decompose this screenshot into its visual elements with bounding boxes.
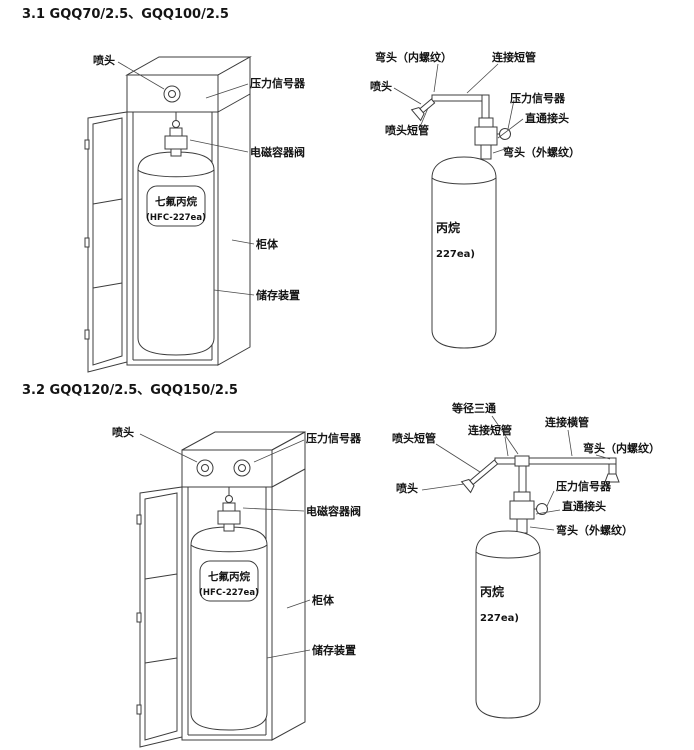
cabinet-side-face (217, 56, 251, 366)
nozzle-assembly (410, 98, 436, 122)
cabinet-side-face (271, 431, 306, 741)
cabinet-door (136, 486, 183, 748)
nozzle-head-icon (460, 478, 475, 494)
cabinet-leader-lines (117, 61, 255, 296)
cabinet-door (84, 111, 128, 373)
straight-connector-label: 直通接头 (525, 111, 569, 125)
cylinder-label-plate (146, 185, 206, 227)
nozzle-port-inner-icon (201, 464, 209, 472)
assembly-diagram-3-1 (410, 94, 511, 349)
cabinet-pressure-signal-label: 压力信号器 (306, 431, 362, 445)
container-valve (217, 487, 241, 532)
storage-device-label: 储存装置 (312, 643, 356, 657)
section-3-1-heading: 3.1 GQQ70/2.5、GQQ100/2.5 (22, 7, 229, 22)
container-valve-assembly (509, 491, 548, 534)
hinge-icon (84, 139, 90, 150)
assembly-leader-lines (421, 415, 611, 531)
cabinet-solenoid-valve-label: 电磁容器阀 (250, 145, 305, 159)
container-valve-assembly (474, 117, 511, 160)
cabinet-nozzle-label: 喷头 (93, 53, 115, 67)
hinge-icon (84, 237, 90, 248)
cylinder-text-line2: 227ea) (436, 249, 475, 260)
nozzle-head-icon (604, 473, 620, 483)
cabinet-diagram-3-2 (136, 431, 306, 748)
elbow-internal-label: 弯头（内螺纹） (375, 50, 452, 64)
hinge-icon (136, 612, 142, 623)
hinge-icon (136, 704, 142, 715)
cylinder-plate-line1: 七氟丙烷 (155, 195, 197, 208)
assembly-pressure-signal-label: 压力信号器 (556, 479, 612, 493)
equal-tee (514, 455, 530, 467)
straight-connector-label: 直通接头 (562, 499, 606, 513)
storage-device-label: 储存装置 (256, 288, 300, 302)
equal-tee-label: 等径三通 (451, 401, 496, 415)
nozzle-port-inner-icon (168, 90, 176, 98)
section-3-2-figure: 3.2 GQQ120/2.5、GQQ150/2.5 (22, 383, 660, 748)
pressure-gauge-icon (499, 128, 511, 140)
agent-cylinder (475, 530, 541, 719)
connecting-horizontal-pipe-label: 连接横管 (545, 415, 589, 429)
nozzle-short-pipe-label: 喷头短管 (392, 431, 436, 445)
nozzle-short-pipe-label: 喷头短管 (385, 123, 429, 137)
elbow-internal-label: 弯头（内螺纹） (583, 441, 660, 455)
cylinder-plate-line2: (HFC-227ea) (199, 588, 259, 598)
storage-cylinder (190, 526, 268, 731)
connecting-pipe (431, 94, 489, 102)
section-3-1-figure: 3.1 GQQ70/2.5、GQQ100/2.5 (22, 7, 580, 373)
right-nozzle-assembly (604, 463, 620, 483)
cabinet-leader-lines (139, 433, 311, 659)
section-3-2-heading: 3.2 GQQ120/2.5、GQQ150/2.5 (22, 383, 238, 398)
assembly-pressure-signal-label: 压力信号器 (510, 91, 566, 105)
pressure-gauge-icon (536, 503, 548, 515)
nozzle-short-pipe (608, 463, 617, 475)
container-valve (164, 112, 188, 157)
assembly-leader-lines (393, 63, 524, 154)
cylinder-plate-line1: 七氟丙烷 (208, 570, 250, 583)
cylinder-label-plate (199, 560, 259, 602)
storage-cylinder (137, 151, 215, 356)
cabinet-diagram-3-1 (84, 56, 252, 373)
connecting-short-pipe-label: 连接短管 (468, 423, 512, 437)
cabinet-body-label: 柜体 (255, 237, 279, 251)
hinge-icon (84, 329, 90, 340)
hinge-icon (136, 514, 142, 525)
cylinder-text-line1: 丙烷 (436, 220, 460, 235)
left-nozzle-assembly (460, 459, 499, 494)
cabinet-pressure-signal-label: 压力信号器 (250, 76, 306, 90)
cabinet-body-label: 柜体 (311, 593, 335, 607)
connecting-horizontal-pipe (494, 457, 617, 465)
connecting-short-pipe-label: 连接短管 (492, 50, 536, 64)
nozzle-short-pipe (469, 459, 499, 486)
elbow-external-label: 弯头（外螺纹） (503, 145, 580, 159)
assembly-nozzle-label: 喷头 (396, 481, 418, 495)
assembly-nozzle-label: 喷头 (370, 79, 392, 93)
cylinder-text-line2: 227ea) (480, 613, 519, 624)
riser-pipe (518, 465, 527, 493)
cabinet-nozzle-label: 喷头 (112, 425, 134, 439)
agent-cylinder (431, 156, 497, 349)
cylinder-text-line1: 丙烷 (480, 584, 504, 599)
nozzle-port-inner-icon (238, 464, 246, 472)
cylinder-plate-line2: (HFC-227ea) (146, 213, 206, 223)
cabinet-solenoid-valve-label: 电磁容器阀 (306, 504, 361, 518)
nozzle-head-icon (410, 107, 425, 122)
riser-pipe (481, 94, 490, 119)
elbow-external-label: 弯头（外螺纹） (556, 523, 633, 537)
assembly-diagram-3-2 (460, 455, 620, 719)
